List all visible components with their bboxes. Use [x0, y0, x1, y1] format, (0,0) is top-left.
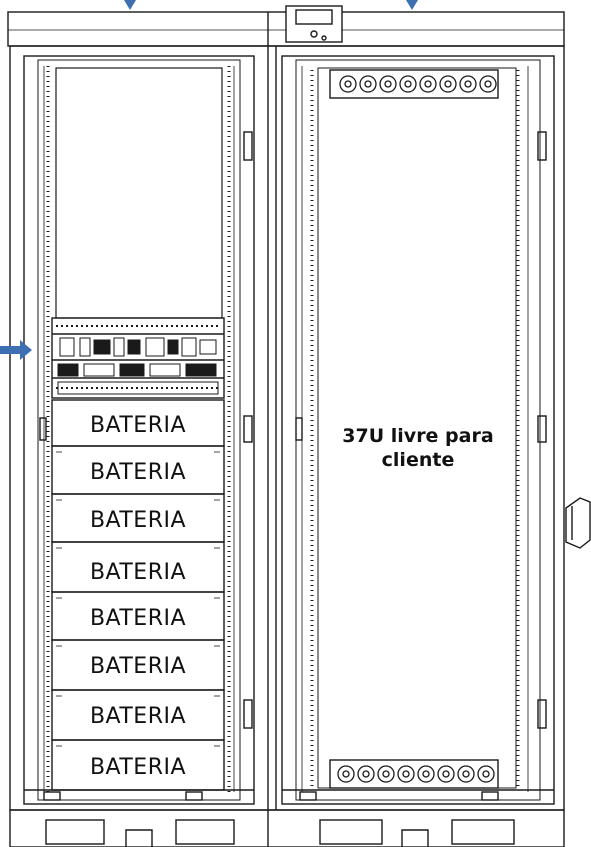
cable-entry-bottom	[329, 759, 499, 789]
airflow-arrows	[0, 0, 418, 360]
battery-label: BATERIA	[89, 508, 187, 533]
cable-entry-top	[329, 69, 499, 99]
battery-label: BATERIA	[89, 560, 187, 585]
battery-label: BATERIA	[89, 654, 187, 679]
left-rack-frame	[23, 55, 255, 805]
free-space-line-2: cliente	[381, 449, 455, 471]
battery-label: BATERIA	[89, 606, 187, 631]
left-upper-space	[55, 67, 223, 319]
controller-unit	[51, 317, 225, 399]
battery-label: BATERIA	[89, 755, 187, 780]
battery-stack	[51, 399, 225, 791]
battery-label: BATERIA	[89, 413, 187, 438]
arrow-left-icon	[0, 340, 32, 360]
battery-label: BATERIA	[89, 460, 187, 485]
free-space-line-1: 37U livre para	[342, 425, 494, 447]
left-latch	[243, 131, 253, 161]
plinth	[9, 809, 565, 847]
right-rack-frame	[281, 55, 555, 805]
free-space-label: 37U livre para cliente	[318, 424, 518, 472]
arrow-top-right-icon	[406, 0, 418, 10]
battery-label: BATERIA	[89, 704, 187, 729]
side-handle	[565, 497, 591, 549]
arrow-top-left-icon	[124, 0, 136, 10]
right-latch	[537, 131, 547, 161]
